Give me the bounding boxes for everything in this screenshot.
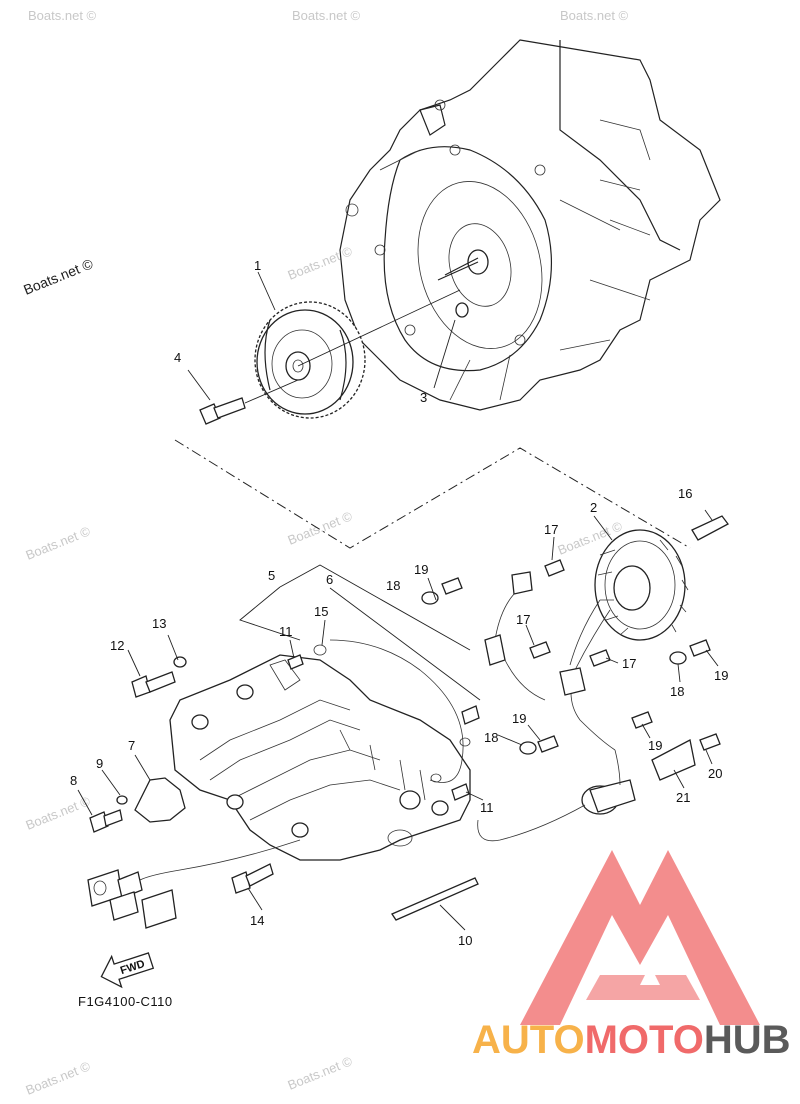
washer-18	[669, 651, 687, 665]
terminal-21	[651, 739, 696, 781]
dowel-pin	[461, 705, 480, 725]
dowel-pin-11	[451, 783, 470, 801]
callout-11: 11	[480, 800, 494, 815]
watermark: Boats.net ©	[21, 255, 96, 298]
bolt-19	[441, 577, 463, 595]
fwd-arrow: FWD	[100, 952, 155, 989]
logo-triangle-icon	[520, 850, 760, 1025]
callout-17: 17	[544, 522, 558, 537]
bolt-14	[231, 871, 251, 894]
callout-8: 8	[70, 773, 77, 788]
leader-line	[704, 509, 713, 521]
watermark: Boats.net ©	[28, 8, 97, 23]
callout-10: 10	[458, 933, 472, 948]
logo-text: AUTOMOTOHUB	[472, 1018, 791, 1062]
callout-14: 14	[250, 913, 264, 928]
watermark: Boats.net ©	[24, 793, 93, 833]
callout-15: 15	[314, 604, 328, 619]
callout-5: 5	[268, 568, 275, 583]
washer-9	[116, 795, 128, 805]
callout-16: 16	[678, 486, 692, 501]
bolt-19	[689, 639, 711, 657]
watermark: Boats.net ©	[286, 1053, 355, 1093]
o-ring	[459, 737, 471, 747]
callout-19: 19	[714, 668, 728, 683]
stator	[594, 529, 689, 641]
callout-12: 12	[110, 638, 124, 653]
o-ring-15	[313, 644, 327, 656]
washer-13	[173, 656, 187, 668]
callout-9: 9	[96, 756, 103, 771]
callout-18: 18	[484, 730, 498, 745]
callout-17: 17	[622, 656, 636, 671]
callout-19: 19	[414, 562, 428, 577]
screw-17	[529, 641, 551, 659]
bolt-12	[145, 671, 176, 693]
callout-19: 19	[512, 711, 526, 726]
dowel-pin-11	[287, 654, 304, 670]
screw-16	[691, 515, 729, 541]
callout-20: 20	[708, 766, 722, 781]
generator-cover	[169, 654, 471, 861]
bolt-19	[631, 711, 653, 729]
callout-4: 4	[174, 350, 181, 365]
callout-19: 19	[648, 738, 662, 753]
grommet	[477, 749, 636, 842]
watermark: Boats.net ©	[24, 523, 93, 563]
cable-tie-10	[391, 877, 479, 921]
watermark: Boats.net ©	[292, 8, 361, 23]
callout-17: 17	[516, 612, 530, 627]
leader-line	[244, 379, 299, 404]
screw-20	[699, 733, 721, 751]
wire-harness-connector	[87, 839, 301, 929]
diagram-code: F1G4100-C110	[78, 994, 173, 1009]
callout-18: 18	[386, 578, 400, 593]
callout-1: 1	[254, 258, 261, 273]
callout-11: 11	[279, 624, 293, 639]
callout-21: 21	[676, 790, 690, 805]
bolt-4	[199, 397, 246, 425]
washer-18	[519, 741, 537, 755]
watermark: Boats.net ©	[286, 243, 355, 283]
bolt-8	[103, 809, 123, 827]
callout-6: 6	[326, 572, 333, 587]
leader-lines	[77, 271, 719, 931]
bracket-7	[134, 777, 186, 823]
assembly-line	[174, 439, 691, 549]
engine-block	[339, 39, 721, 411]
callout-3: 3	[420, 390, 427, 405]
callout-7: 7	[128, 738, 135, 753]
stator-wire	[570, 609, 616, 751]
bolt-19	[537, 735, 559, 753]
bolt-14	[245, 863, 274, 887]
callout-18: 18	[670, 684, 684, 699]
callout-2: 2	[590, 500, 597, 515]
leader-line	[297, 289, 461, 367]
watermark: Boats.net ©	[560, 8, 629, 23]
stator-wire	[569, 599, 601, 666]
watermark: Boats.net ©	[24, 1058, 93, 1098]
o-ring	[430, 773, 442, 783]
gasket-6	[329, 639, 464, 783]
pulser-coil	[484, 571, 586, 701]
screw-17	[544, 559, 565, 577]
automotohub-logo: AUTOMOTOHUB	[472, 850, 791, 1062]
bolt-8	[89, 811, 109, 833]
callout-13: 13	[152, 616, 166, 631]
